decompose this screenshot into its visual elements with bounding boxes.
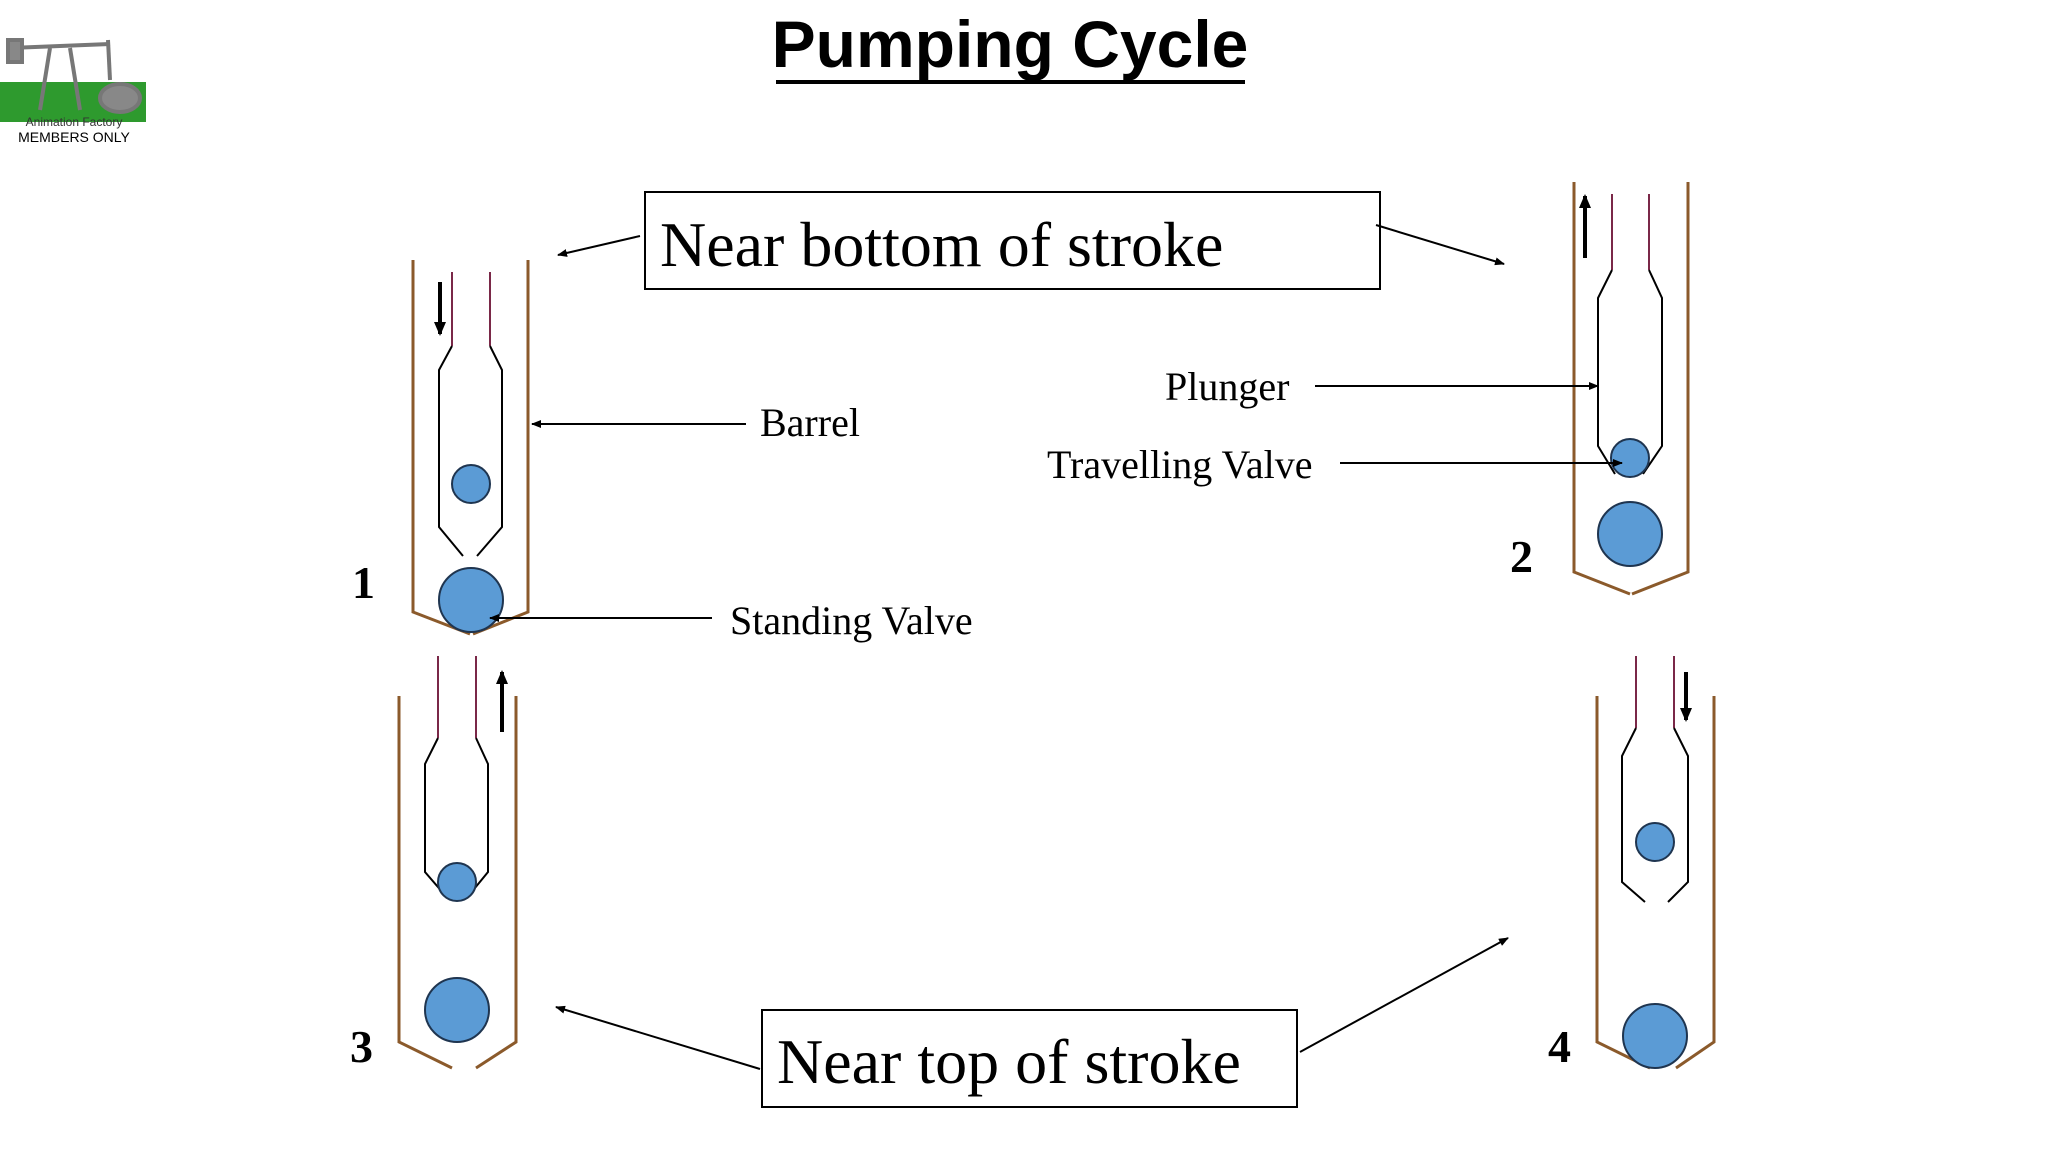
stage-1-plunger-rod — [451, 272, 491, 346]
stage-4-travelling-ball — [1635, 822, 1675, 862]
stage-3-barrel — [397, 696, 518, 1070]
logo-text-line1: Animation Factory — [26, 115, 123, 129]
standing-valve-label: Standing Valve — [730, 598, 973, 643]
stage-3-number: 3 — [350, 1021, 373, 1072]
standing-valve-label-group: Standing Valve — [489, 598, 973, 643]
callout-bottom-text: Near bottom of stroke — [660, 209, 1223, 280]
stage-4-pump: 4 — [1548, 656, 1716, 1072]
travelling-valve-label: Travelling Valve — [1047, 442, 1313, 487]
stage-2-travelling-ball — [1610, 438, 1650, 478]
callout-top-arrow-left — [555, 1005, 761, 1070]
callout-bottom-of-stroke: Near bottom of stroke — [557, 191, 1505, 290]
callout-bottom-arrow-right — [1375, 224, 1505, 266]
stage-3-standing-ball — [424, 977, 490, 1043]
stage-4-standing-ball — [1622, 1003, 1688, 1069]
callout-top-arrow-right — [1299, 937, 1509, 1053]
stage-1-pump: 1 — [352, 260, 530, 636]
page-title: Pumping Cycle — [772, 7, 1249, 81]
stage-2-pump: 2 — [1510, 182, 1690, 596]
stage-2-number: 2 — [1510, 531, 1533, 582]
stage-1-travelling-ball — [451, 464, 491, 504]
stage-4-number: 4 — [1548, 1021, 1571, 1072]
travelling-valve-label-group: Travelling Valve — [1047, 442, 1623, 487]
pumpjack-icon — [6, 38, 142, 114]
barrel-label: Barrel — [760, 400, 860, 445]
stage-2-barrel — [1572, 182, 1690, 596]
stage-3-plunger — [424, 737, 489, 895]
stage-1-plunger — [438, 345, 503, 557]
callout-bottom-arrow-left — [557, 235, 641, 257]
barrel-label-group: Barrel — [531, 400, 860, 445]
callout-top-text: Near top of stroke — [777, 1026, 1241, 1097]
stage-3-travelling-ball — [437, 862, 477, 902]
stage-1-standing-ball — [438, 567, 504, 633]
plunger-label-group: Plunger — [1165, 364, 1599, 409]
logo: Animation Factory MEMBERS ONLY — [0, 38, 146, 145]
stage-3-plunger-rod — [437, 656, 477, 738]
stage-1-barrel — [411, 260, 530, 636]
stage-2-plunger-rod — [1611, 194, 1650, 270]
stage-4-plunger — [1621, 727, 1689, 903]
stage-4-plunger-rod — [1635, 656, 1675, 728]
stage-3-pump: 3 — [350, 656, 518, 1072]
callout-top-of-stroke: Near top of stroke — [555, 937, 1509, 1108]
logo-text-line2: MEMBERS ONLY — [18, 129, 130, 145]
stage-2-plunger — [1597, 269, 1663, 475]
plunger-label: Plunger — [1165, 364, 1289, 409]
stage-1-number: 1 — [352, 557, 375, 608]
stage-2-standing-ball — [1597, 501, 1663, 567]
